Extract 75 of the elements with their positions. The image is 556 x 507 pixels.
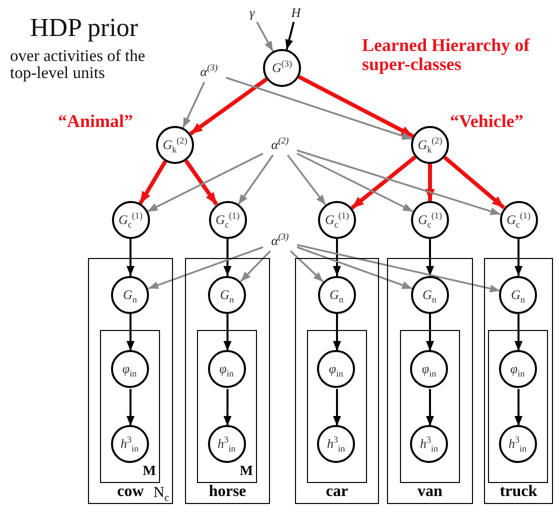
plate (100, 330, 160, 482)
arrow (256, 22, 274, 52)
arrow (148, 246, 264, 290)
class-plate (484, 258, 553, 504)
plate (400, 330, 460, 482)
parameter-label: α$^{(3)}$ (192, 62, 226, 82)
variable-node: G$_{n}$ (318, 276, 356, 314)
arrow (147, 152, 264, 212)
parameter-label: α$^{(3)}$ (263, 231, 297, 251)
variable-node: G$^{(3)}$ (263, 49, 301, 87)
arrow (298, 75, 414, 138)
arrow (126, 314, 134, 351)
arrow (333, 314, 341, 351)
plate (197, 330, 257, 482)
arrow (514, 389, 522, 426)
class-name: truck (500, 483, 538, 501)
class-plate (88, 258, 173, 504)
arrow (333, 389, 341, 426)
arrow (290, 250, 324, 283)
class-name: horse (208, 483, 246, 501)
arrow (333, 239, 341, 276)
variable-node: G$_{n}$ (111, 276, 149, 314)
annotation-text: Learned Hierarchy of super-classes (362, 36, 531, 74)
arrow (285, 22, 295, 50)
arrow (296, 149, 501, 216)
parameter-label: α$^{(2)}$ (263, 135, 297, 155)
arrow (126, 389, 134, 426)
diagram-heading: HDP prior (30, 14, 140, 42)
class-name: van (418, 483, 442, 501)
class-plate (185, 258, 270, 504)
heading-subtitle: over activities of the top-level units (10, 47, 146, 82)
group-label: “Vehicle” (450, 112, 524, 131)
variable-node: φ$_{in}$ (498, 350, 536, 388)
arrow (296, 246, 412, 290)
arrow (224, 314, 232, 351)
arrow (286, 154, 326, 206)
arrow (426, 389, 434, 426)
arrow (238, 154, 274, 205)
class-name: car (326, 483, 348, 501)
arrow (224, 239, 232, 276)
plate (306, 330, 366, 482)
parameter-label: γ (244, 4, 260, 22)
plate-index: M (240, 464, 253, 480)
arrow (126, 239, 134, 276)
variable-node: G$_{n}$ (410, 276, 448, 314)
arrow (514, 239, 522, 276)
arrow (138, 160, 168, 205)
class-plate (387, 258, 473, 504)
plate-index: N$_{c}$ (153, 485, 169, 501)
variable-node: G$_{n}$ (499, 276, 537, 314)
arrow (182, 82, 206, 128)
variable-node: φ$_{in}$ (208, 350, 246, 388)
arrow (184, 159, 218, 206)
arrow (226, 76, 412, 140)
plate (488, 330, 548, 482)
variable-node: φ$_{in}$ (110, 350, 148, 388)
arrow (443, 156, 506, 210)
variable-node: φ$_{in}$ (410, 350, 448, 388)
arrow (240, 250, 271, 282)
arrow (426, 239, 434, 276)
class-name: cow (117, 483, 144, 501)
arrow (350, 155, 416, 210)
class-plate (295, 258, 379, 504)
arrow (426, 314, 434, 351)
arrow (296, 152, 414, 212)
arrow (189, 77, 268, 136)
arrow (425, 164, 435, 201)
arrow (296, 244, 500, 292)
arrow (224, 389, 232, 426)
variable-node: φ$_{in}$ (317, 350, 355, 388)
arrow (514, 314, 522, 351)
parameter-label: H (288, 4, 304, 22)
variable-node: G$_{n}$ (208, 276, 246, 314)
plate-index: M (142, 464, 156, 480)
group-label: “Animal” (58, 112, 134, 131)
